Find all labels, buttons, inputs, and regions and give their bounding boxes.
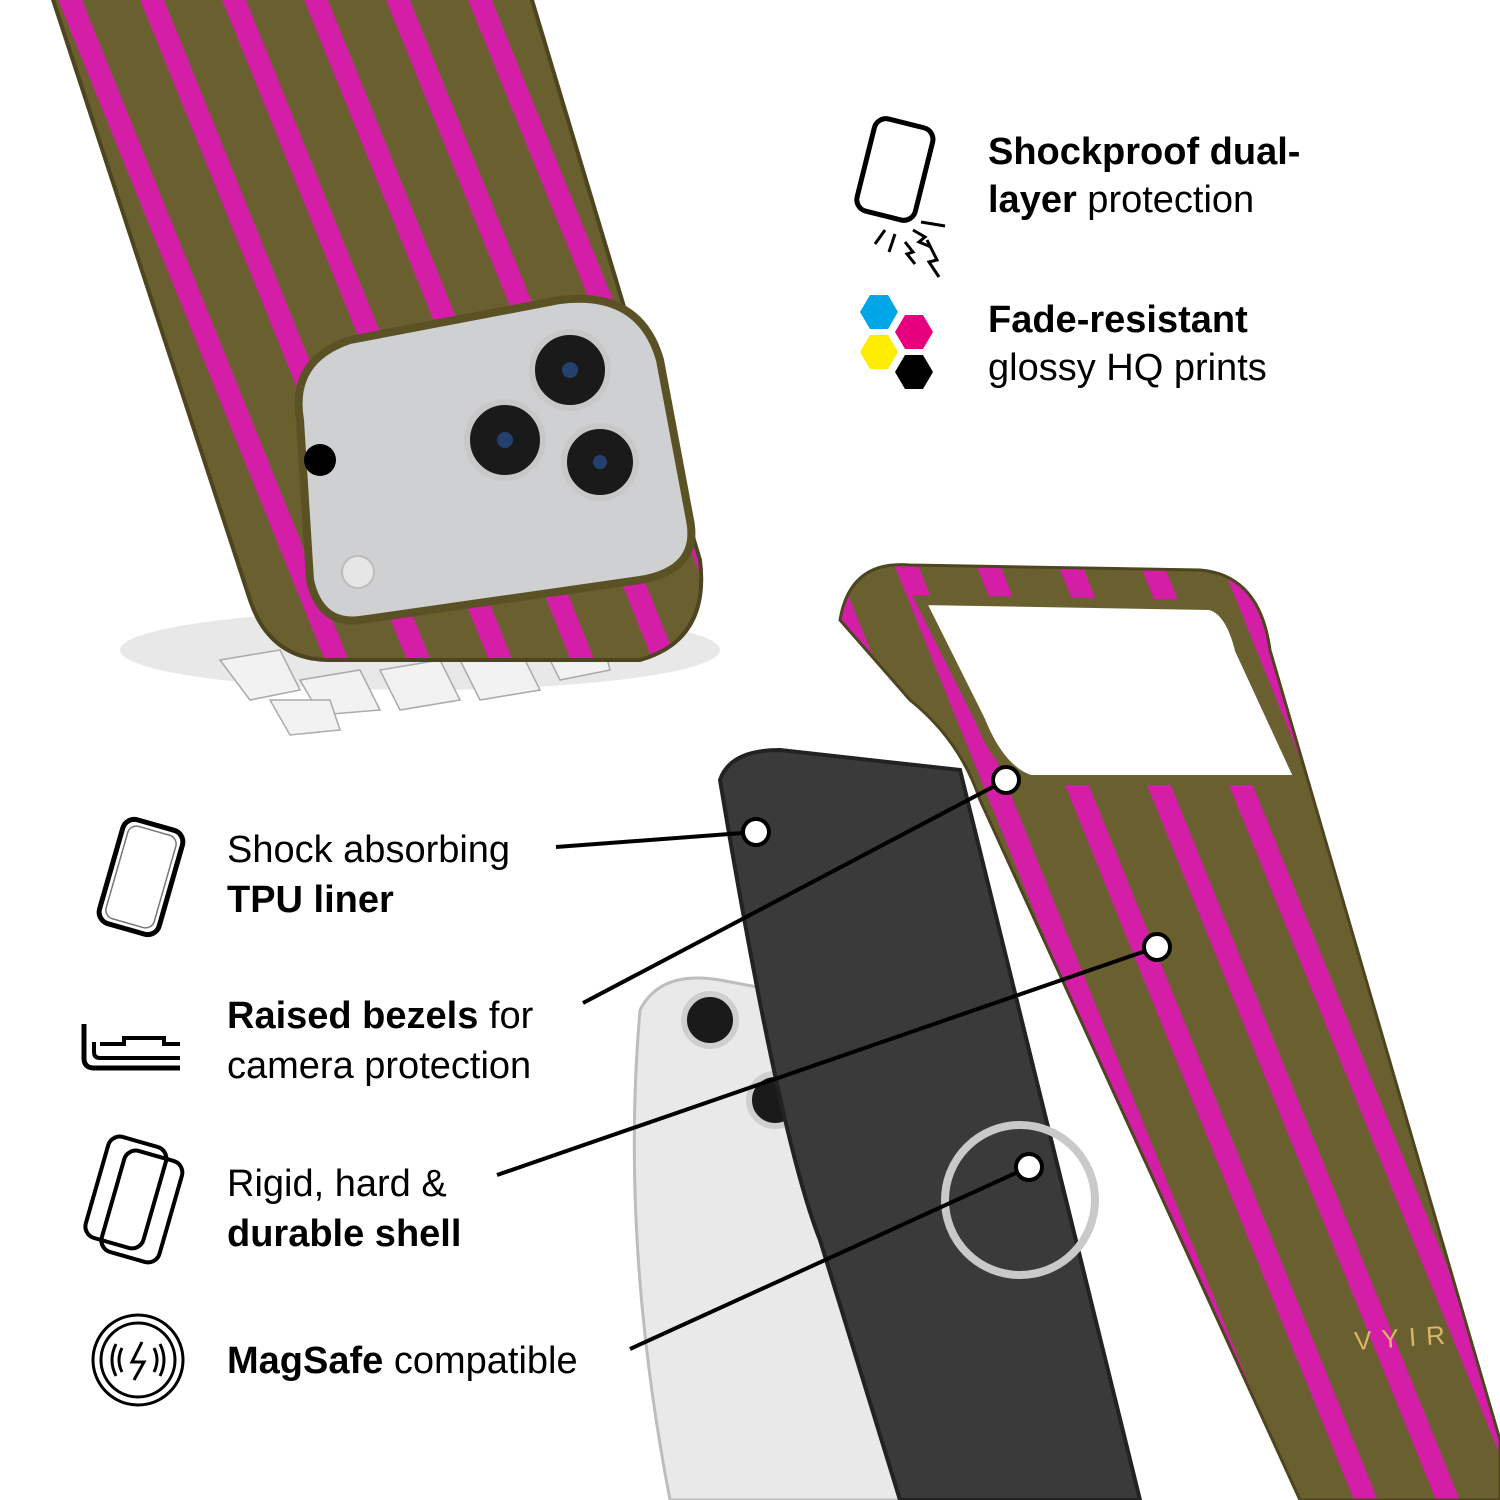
cmyk-hexagons-icon [860,295,933,389]
bezel-line2: camera protection [227,1045,532,1087]
exploded-case-illustration: VYIR [632,563,1500,1500]
shockproof-bold2: layer [988,179,1077,221]
bezel-bold: Raised bezels [227,995,479,1037]
raised-bezel-icon [81,1024,180,1071]
callout-dot-bezel [991,765,1021,795]
dropped-phone-illustration [40,0,720,736]
fade-bold: Fade-resistant [988,299,1248,341]
magsafe-regular: compatible [383,1340,578,1382]
shell-line2: durable shell [227,1213,462,1255]
tpu-line1: Shock absorbing [227,829,511,871]
callout-dot-magsafe [1014,1152,1044,1182]
shockproof-regular: protection [1076,179,1255,221]
phone-impact-icon [854,116,946,278]
magsafe-bold: MagSafe [227,1340,384,1382]
callout-dot-tpu [741,817,771,847]
callout-dot-shell [1142,932,1172,962]
shell-line1: Rigid, hard & [227,1163,447,1205]
fade-regular: glossy HQ prints [988,347,1267,389]
bezel-for: for [478,995,534,1037]
camera-lenses [304,329,639,589]
shockproof-bold: Shockproof dual- [988,131,1301,173]
brand-logo: VYIR [1353,1319,1456,1356]
magsafe-icon [91,1313,185,1407]
tpu-line2: TPU liner [227,879,394,921]
tpu-liner-icon [96,816,186,938]
hard-shell-icon [83,1134,185,1265]
